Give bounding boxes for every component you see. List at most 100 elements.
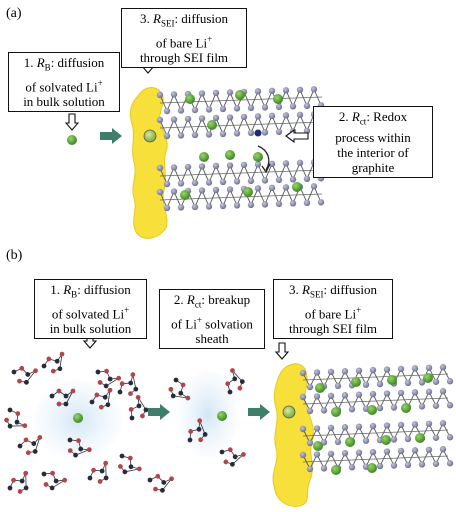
solvent-atom [91, 467, 96, 473]
solvent-atom [155, 473, 161, 479]
graphite-atom [170, 91, 178, 98]
graphite-atom [376, 380, 384, 388]
graphite-atom [425, 420, 433, 427]
solvent-bond [232, 370, 243, 382]
lithium-ion [253, 152, 263, 162]
solvent-bond [59, 354, 63, 369]
solvent-atom [49, 485, 55, 491]
lithium-ion [292, 182, 302, 192]
solvent-molecule [49, 388, 76, 407]
solvent-atom [4, 417, 9, 423]
lithium-ion [243, 187, 253, 197]
graphite-atom [205, 131, 213, 138]
panel-b-label-rb-line1: 1. RB: diffusion [50, 282, 131, 300]
solvent-atom [188, 429, 194, 434]
lithium-ion [415, 433, 425, 443]
solvent-atom [22, 423, 28, 429]
graphite-atom [411, 447, 419, 454]
solvent-bond [199, 420, 206, 435]
graphite-atom [369, 448, 377, 456]
graphite-atom [369, 422, 377, 430]
solvent-atom [98, 404, 104, 410]
solvent-atom [87, 475, 93, 481]
graphite-atom [446, 378, 454, 385]
solvent-molecule [41, 470, 68, 491]
lithium-ion [225, 150, 235, 160]
solvent-atom [117, 389, 123, 395]
graphite-atom [383, 366, 391, 373]
solvent-atom [41, 471, 47, 477]
graphite-atom [299, 393, 307, 401]
solvent-atom [46, 356, 52, 362]
lithium-ion [381, 435, 391, 445]
graphite-atom [296, 86, 304, 94]
solvent-atom [15, 411, 21, 416]
graphite-atom [432, 460, 440, 467]
graphite-atom [282, 184, 290, 191]
graphite-atom [446, 434, 454, 441]
graphite-atom [397, 365, 405, 373]
graphite-atom [348, 406, 356, 413]
lithium-ion [199, 152, 209, 162]
solvent-bond [25, 473, 27, 488]
graphite-atom [212, 186, 220, 194]
graphite-atom [268, 112, 276, 120]
graphite-atom [156, 91, 164, 99]
panel-b-label-rct-line1: 2. Rct: breakup [173, 292, 251, 310]
arrow-a-redox-head [261, 163, 271, 174]
solvent-atom [140, 413, 145, 419]
solvent-atom [128, 391, 133, 397]
panel-b-label-rsei-line3: through SEI film [288, 320, 378, 336]
graphite-atom [247, 177, 255, 185]
solvent-atom [105, 402, 111, 408]
graphite-atom [313, 451, 321, 458]
sei-film-a [129, 87, 168, 239]
solvent-atom [62, 477, 68, 483]
graphite-atom [376, 462, 384, 470]
graphite-atom [425, 446, 433, 453]
graphite-atom [355, 391, 363, 398]
graphite-atom [296, 159, 304, 167]
graphite-atom [275, 200, 283, 208]
solvent-molecule [219, 447, 246, 467]
solvent-atom [59, 351, 65, 357]
graphite-atom [310, 86, 318, 93]
graphite-atom [226, 162, 234, 169]
graphite-atom [376, 404, 384, 412]
solvent-atom [7, 485, 13, 491]
solvent-bond [51, 479, 65, 489]
graphite-atom [404, 435, 412, 443]
solvent-atom [129, 415, 135, 421]
graphite-atom [355, 449, 363, 456]
solvent-bond [65, 390, 74, 405]
lithium-ion [185, 94, 195, 104]
graphite-bond [159, 121, 323, 129]
solvent-atom [86, 447, 92, 453]
graphite-atom [170, 116, 178, 123]
graphite-atom [254, 161, 262, 168]
graphite-atom [240, 113, 248, 121]
graphite-atom [432, 378, 440, 385]
lithium-ion [315, 383, 325, 393]
solvent-atom [17, 443, 23, 449]
solvent-atom [23, 379, 29, 385]
graphite-atom [390, 404, 398, 411]
arrow-b-rsei [274, 342, 290, 360]
lithium-ion [367, 463, 377, 473]
solvent-atom [73, 452, 78, 458]
graphite-bond [302, 397, 449, 405]
solvent-atom [135, 394, 141, 400]
panel-b-label-rb-line3: in bulk solution [49, 320, 132, 336]
graphite-atom [369, 390, 377, 398]
graphite-atom [369, 366, 377, 374]
solvent-atom [31, 441, 37, 446]
solvent-atom [197, 418, 203, 424]
graphite-atom [362, 437, 370, 444]
solvent-atom [99, 468, 105, 474]
solvent-atom [78, 446, 84, 452]
graphite-atom [219, 202, 227, 210]
graphite-atom [327, 392, 335, 400]
graphite-atom [289, 200, 297, 207]
graphite-atom [299, 425, 307, 433]
